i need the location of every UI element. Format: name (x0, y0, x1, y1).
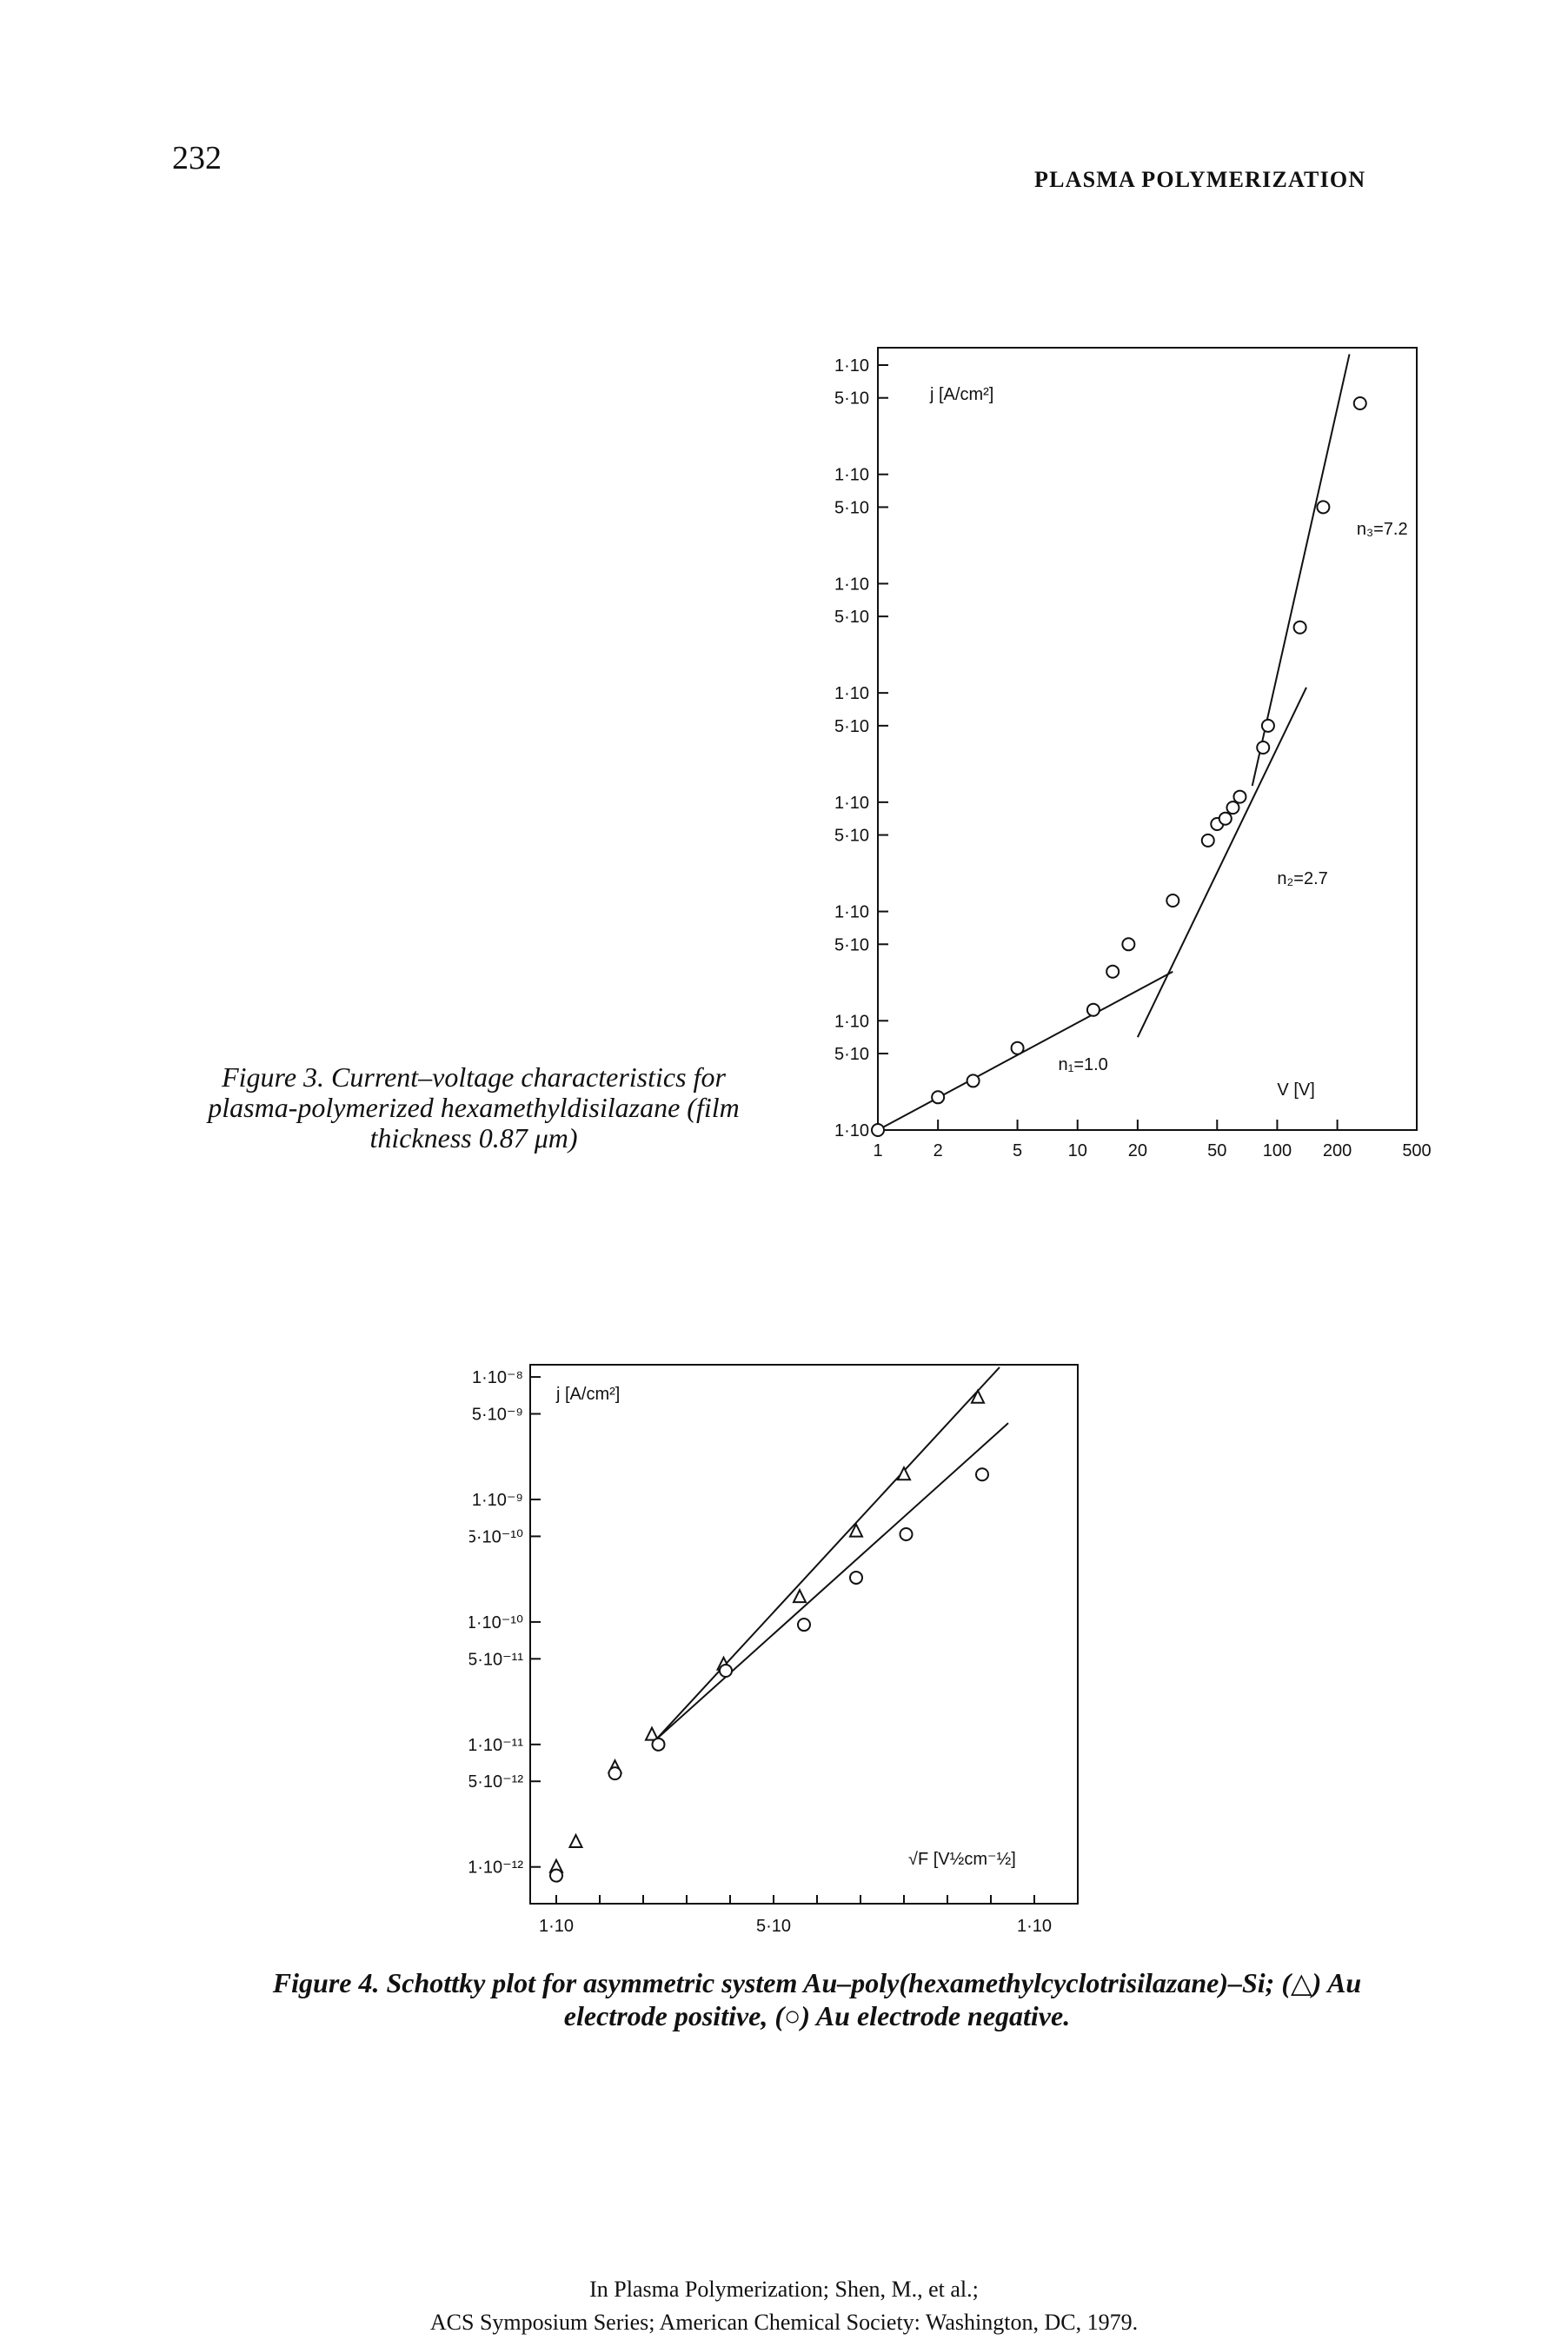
fig3-y-tick-label: 5·10 (834, 717, 869, 736)
fig4-y-tick-label: 5·10⁻¹¹ (469, 1650, 523, 1669)
fig3-data-point (1086, 1002, 1100, 1017)
fig3-data-point (1106, 964, 1120, 979)
fig4-x-tick-label: 1·10 (1017, 1917, 1052, 1936)
fig3-y-tick-label: 1·10 (834, 684, 869, 703)
fig4-triangle-point (792, 1587, 807, 1604)
fig4-y-tick-label: 1·10⁻¹⁰ (469, 1613, 523, 1632)
figure3-caption-text: Current–voltage characteristics for plas… (208, 1061, 740, 1154)
fig4-circle-point (651, 1737, 666, 1752)
fig4-triangle-point (970, 1388, 986, 1404)
fig4-y-tick-label: 5·10⁻¹⁰ (469, 1527, 523, 1546)
fig4-circle-point (975, 1467, 989, 1482)
fig4-circle-point (549, 1868, 563, 1883)
fig4-y-tick-label: 5·10⁻⁹ (472, 1406, 523, 1425)
fig3-x-tick-label: 1 (873, 1141, 882, 1160)
fig3-plot-frame (877, 347, 1418, 1131)
fig3-data-point (1232, 789, 1247, 804)
fig3-y-tick-label: 1·10 (834, 794, 869, 813)
fig4-y-tick-label: 1·10⁻¹² (469, 1858, 523, 1878)
figure3-chart: 1·10 5·10 1·10 5·10 1·10 5·10 1·10 5·10 1·10 5·10… (834, 347, 1432, 1160)
fig3-fit-line-n3 (1251, 354, 1351, 787)
fig3-x-tick-label: 50 (1207, 1141, 1226, 1160)
fig4-circle-point (797, 1618, 811, 1632)
fig3-x-tick-label: 2 (933, 1141, 943, 1160)
fig3-data-point (931, 1090, 946, 1105)
fig3-y-tick-label: 1·10 (834, 1121, 869, 1140)
fig3-data-point (1292, 620, 1307, 635)
fig3-data-point (1256, 741, 1271, 755)
figure4-chart: 1·10⁻⁸ 5·10⁻⁹ 1·10⁻⁹ 5·10⁻¹⁰ 1·10⁻¹⁰ 5·10⁻¹¹ 1… (469, 1364, 1079, 1936)
figure4-caption: Figure 4. Schottky plot for asymmetric s… (252, 1966, 1382, 2033)
fig4-x-tick-label: 1·10 (539, 1917, 574, 1936)
fig3-y-tick-label: 5·10 (834, 389, 869, 409)
fig4-triangle-point (644, 1725, 660, 1741)
fig4-fit-line-positive (655, 1366, 1000, 1740)
fig3-y-tick-label: 1·10 (834, 903, 869, 922)
fig4-circle-point (719, 1663, 733, 1678)
fig4-circle-point (608, 1766, 622, 1781)
fig4-circle-point (849, 1570, 863, 1585)
fig3-data-point (1218, 811, 1232, 826)
fig3-y-tick-label: 5·10 (834, 1045, 869, 1064)
figure4-caption-label: Figure 4. (272, 1967, 380, 1998)
fig3-x-tick-label: 200 (1323, 1141, 1352, 1160)
fig3-y-tick-label: 1·10 (834, 356, 869, 376)
fig3-data-point (1010, 1041, 1025, 1055)
running-head: PLASMA POLYMERIZATION (1034, 167, 1366, 192)
fig3-y-tick-label: 5·10 (834, 935, 869, 954)
fig4-fit-line-negative (655, 1422, 1009, 1740)
fig4-triangle-point (848, 1522, 864, 1538)
figure3-caption-label: Figure 3. (222, 1061, 325, 1093)
fig3-y-tick-label: 5·10 (834, 608, 869, 627)
fig3-y-tick-label: 5·10 (834, 827, 869, 846)
fig3-data-point (1166, 894, 1180, 908)
fig3-slope-label: n₂=2.7 (1277, 869, 1327, 888)
fig3-y-tick-label: 1·10 (834, 575, 869, 594)
fig4-x-axis-label: √F [V½cm⁻½] (908, 1850, 1016, 1869)
fig3-data-point (1121, 937, 1136, 952)
fig3-x-tick-label: 100 (1263, 1141, 1292, 1160)
fig4-x-tick-label: 5·10 (756, 1917, 791, 1936)
fig4-plot-frame (529, 1364, 1079, 1905)
fig3-x-tick-label: 5 (1013, 1141, 1022, 1160)
footer-citation-line1: In Plasma Polymerization; Shen, M., et a… (589, 2277, 979, 2302)
fig3-x-tick-label: 500 (1402, 1141, 1431, 1160)
fig4-triangle-point (896, 1466, 912, 1481)
fig3-fit-line-n2 (1136, 687, 1307, 1038)
fig4-y-tick-label: 1·10⁻⁸ (472, 1368, 523, 1387)
fig3-data-point (1226, 801, 1240, 815)
fig3-fit-line-n1 (877, 970, 1173, 1131)
fig4-circle-point (899, 1527, 914, 1542)
fig3-y-axis-label: j [A/cm²] (929, 385, 993, 404)
fig3-y-tick-label: 1·10 (834, 466, 869, 485)
fig3-data-point (1352, 396, 1367, 410)
page-number: 232 (172, 140, 222, 176)
figure3-caption: Figure 3. Current–voltage characteristic… (191, 1061, 756, 1154)
fig3-data-point (1260, 718, 1275, 733)
fig4-y-tick-label: 5·10⁻¹² (469, 1772, 523, 1792)
fig4-y-axis-label: j [A/cm²] (555, 1385, 620, 1404)
footer-citation-line2: ACS Symposium Series; American Chemical … (429, 2310, 1139, 2335)
fig3-slope-label: n₁=1.0 (1058, 1055, 1107, 1074)
fig3-x-axis-label: V [V] (1277, 1080, 1314, 1100)
fig4-y-tick-label: 1·10⁻¹¹ (469, 1736, 523, 1755)
figure4-caption-text: Schottky plot for asymmetric system Au–p… (386, 1967, 1362, 2032)
fig3-y-tick-label: 1·10 (834, 1012, 869, 1031)
fig3-slope-label: n₃=7.2 (1357, 520, 1408, 539)
fig3-data-point (966, 1074, 980, 1088)
fig3-x-tick-label: 10 (1068, 1141, 1087, 1160)
fig4-triangle-point (568, 1832, 584, 1848)
fig3-data-point (871, 1123, 885, 1137)
fig3-x-tick-label: 20 (1128, 1141, 1147, 1160)
fig3-data-point (1200, 833, 1215, 848)
fig4-y-tick-label: 1·10⁻⁹ (472, 1491, 523, 1510)
fig3-y-tick-label: 5·10 (834, 498, 869, 517)
fig3-data-point (1316, 500, 1331, 515)
